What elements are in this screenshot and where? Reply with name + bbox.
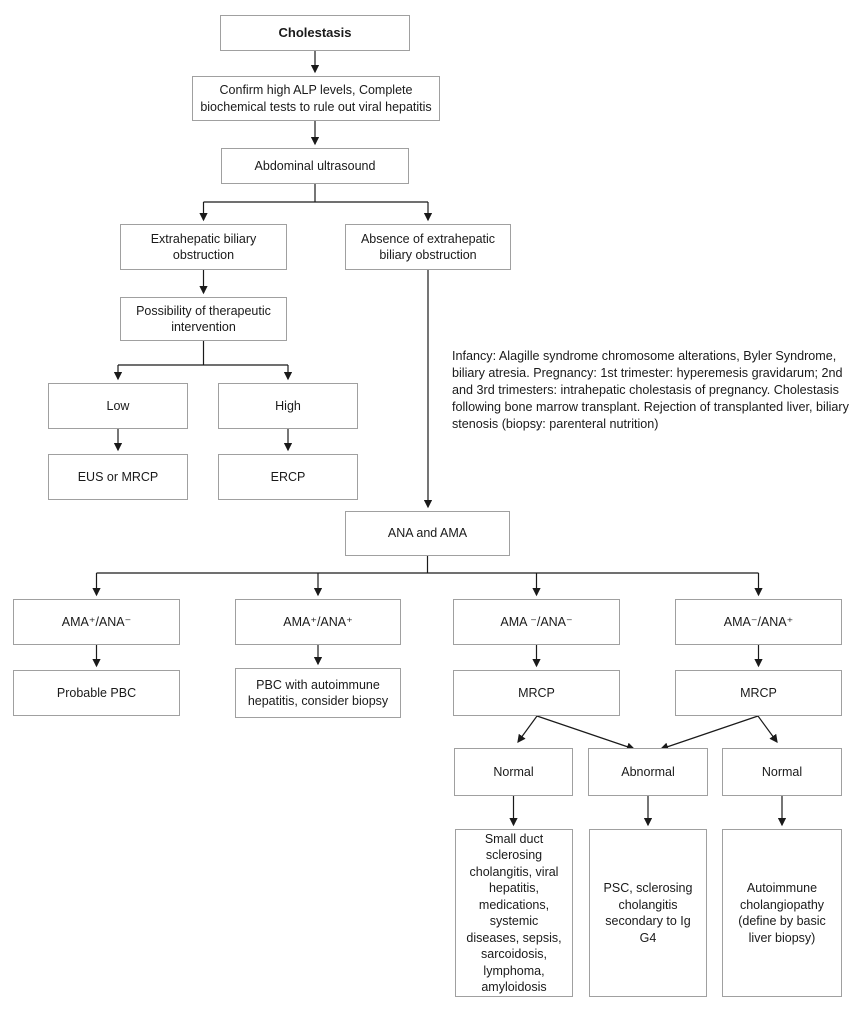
node-ercp: ERCP (218, 454, 358, 500)
node-ana-and-ama: ANA and AMA (345, 511, 510, 556)
node-low: Low (48, 383, 188, 429)
node-eus-or-mrcp: EUS or MRCP (48, 454, 188, 500)
node-extrahepatic-obstruction: Extrahepatic biliary obstruction (120, 224, 287, 270)
node-normal-left: Normal (454, 748, 573, 796)
node-high: High (218, 383, 358, 429)
node-pbc-autoimmune-hepatitis: PBC with autoimmune hepatitis, consider … (235, 668, 401, 718)
node-abdominal-ultrasound: Abdominal ultrasound (221, 148, 409, 184)
node-psc-igg4: PSC, sclerosing cholangitis secondary to… (589, 829, 707, 997)
node-therapeutic-intervention: Possibility of therapeutic intervention (120, 297, 287, 341)
side-note-special-situations: Infancy: Alagille syndrome chromosome al… (452, 349, 849, 431)
node-autoimmune-cholangiopathy: Autoimmune cholangiopathy (define by bas… (722, 829, 842, 997)
node-ama-neg-ana-pos: AMA⁻/ANA⁺ (675, 599, 842, 645)
node-mrcp-right: MRCP (675, 670, 842, 716)
node-cholestasis: Cholestasis (220, 15, 410, 51)
node-abnormal: Abnormal (588, 748, 708, 796)
node-ama-pos-ana-pos: AMA⁺/ANA⁺ (235, 599, 401, 645)
node-normal-right: Normal (722, 748, 842, 796)
node-probable-pbc: Probable PBC (13, 670, 180, 716)
node-ama-neg-ana-neg: AMA ⁻/ANA⁻ (453, 599, 620, 645)
node-ama-pos-ana-neg: AMA⁺/ANA⁻ (13, 599, 180, 645)
node-confirm-alp: Confirm high ALP levels, Complete bioche… (192, 76, 440, 121)
node-small-duct-differential: Small duct sclerosing cholangitis, viral… (455, 829, 573, 997)
node-absence-obstruction: Absence of extrahepatic biliary obstruct… (345, 224, 511, 270)
node-mrcp-left: MRCP (453, 670, 620, 716)
